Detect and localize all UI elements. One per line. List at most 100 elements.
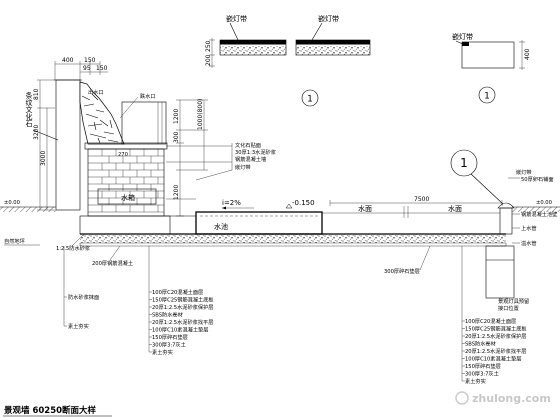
top-dim-95: 95 (83, 65, 91, 72)
rock-texture (81, 93, 119, 144)
rock-line (97, 137, 101, 144)
wall-note-2: 钢筋混凝土墙 (235, 155, 266, 163)
layer-b-8: 素土夯实 (465, 377, 486, 385)
detail-b-marker: 1 (484, 92, 490, 102)
left-note-0: 防水砂浆抹面 (68, 293, 99, 301)
light-strip-band-right (296, 40, 370, 45)
wall-note-leader (195, 169, 233, 181)
layer-b-7: 300厚3:7灰土 (465, 370, 499, 378)
ground-level-left: ±0.00 (4, 200, 20, 206)
detail-b: 嵌灯带 400 1 (452, 32, 531, 104)
base-note-leader (71, 233, 85, 247)
layer-b-6: 150厚碎石垫层 (465, 362, 501, 370)
layer-a-8: 素土夯实 (152, 348, 173, 356)
gravel-layer (80, 234, 506, 243)
pool-label: 水池 (214, 222, 228, 231)
lamp-note-1: 接口位置 (498, 304, 519, 312)
right-coping (497, 202, 515, 209)
detail-a-dim-base: 200 (205, 54, 212, 66)
section-marker-leader (470, 173, 504, 205)
brick-coursing (88, 149, 164, 213)
wall-note-1: 30厚1:3水泥砂浆 (235, 148, 276, 156)
rock-line (107, 139, 119, 143)
top-dim-400: 400 (62, 57, 74, 64)
layer-a-4: 20厚1:2.5水泥砂浆找平层 (152, 318, 213, 326)
layer-a-7: 300厚3:7灰土 (152, 341, 186, 349)
rock-line (103, 131, 115, 135)
drawing-caption: 景观墙 60250断面大样 (4, 405, 97, 416)
base-note-0: 1:2.5防水砂浆 (56, 244, 90, 252)
layer-b-2: 20厚1:2.5水泥砂浆保护层 (465, 332, 526, 340)
base-note-leader (109, 245, 121, 261)
detail-a-dim-height: 250 (205, 40, 212, 52)
lamp-pit (485, 245, 515, 299)
detail-b-block (461, 41, 515, 69)
top-dim-150: 150 (84, 57, 96, 64)
detail-b-label: 嵌灯带 (452, 32, 473, 41)
upper-wall (121, 101, 167, 145)
layer-a-3: SBS防水卷材 (152, 311, 183, 319)
rock-line (95, 109, 105, 113)
left-dim-3200: 3200 (33, 125, 40, 140)
wall-material-leader (32, 129, 59, 141)
outlet-note: 出水口 (88, 88, 104, 96)
rock-line (83, 103, 95, 107)
spillway-note: 跌水口 (140, 92, 156, 100)
detail-a-leader-right (311, 22, 323, 41)
wall-note-0: 文化石贴面 (235, 141, 261, 149)
top-dim-150b: 150 (96, 65, 108, 72)
wall-note-3: 嵌灯带 (235, 163, 251, 171)
rock-line (99, 119, 109, 127)
wall-dim-300: 300 (173, 131, 180, 143)
water-tank-label: 水箱 (121, 193, 135, 202)
light-strip-base-left (220, 46, 286, 55)
detail-a-leader-left (229, 22, 239, 41)
left-note-1: 素土夯实 (68, 322, 89, 330)
rock-line (109, 119, 113, 129)
water-tank (97, 188, 157, 205)
span-dim: 7500 (414, 196, 429, 203)
layer-a-2: 20厚1:2.5水泥砂浆保护层 (152, 303, 213, 311)
mid-note: 300厚碎石垫层 (384, 267, 420, 275)
left-dim-3000: 3000 (40, 151, 47, 166)
detail-a-label-left: 嵌灯带 (226, 14, 247, 23)
left-dim-810: 810 (33, 88, 40, 100)
layer-a-5: 100厚C10素混凝土垫层 (152, 326, 208, 334)
lamp-note-0: 景观灯具预留 (498, 297, 529, 305)
wall-dim-1200b: 1200 (173, 185, 180, 200)
cap-dim: 270 (118, 152, 128, 158)
level-label: -0.150 (292, 199, 315, 207)
ground-level-right: ±0.00 (536, 200, 552, 206)
mid-note-leader (419, 245, 431, 271)
main-section: 条纹文化石 810 3200 3000 400 150 95 150 出水口 跌… (0, 57, 560, 385)
layer-a-6: 150厚碎石垫层 (152, 333, 188, 341)
layer-a-0: 100厚C20混凝土面层 (152, 288, 203, 296)
right-note-3: 上水管 (521, 224, 537, 232)
rock-line (89, 133, 107, 139)
detail-b-marker-circle (478, 86, 496, 104)
level-marker (285, 203, 293, 209)
detail-a-label-right: 嵌灯带 (318, 14, 339, 23)
right-note-1: 50厚卵石铺面 (521, 175, 554, 183)
rock-line (81, 95, 91, 101)
layer-b-0: 100厚C20混凝土面层 (465, 317, 516, 325)
water-label-right: 水面 (448, 204, 462, 213)
brick-wall (87, 148, 165, 217)
detail-a: 嵌灯带 嵌灯带 250 200 1 (205, 14, 371, 107)
ground-note: 自然地坪 (4, 237, 25, 245)
base-note-1: 200厚钢筋混凝土 (92, 259, 133, 267)
watermark-text: zhulong.com (472, 392, 551, 405)
rock-line (85, 113, 99, 119)
layer-b-3: SBS防水卷材 (465, 340, 496, 348)
layer-b-4: 20厚1:2.5水泥砂浆找平层 (465, 347, 526, 355)
watermark-logo (455, 391, 469, 405)
wall-material-label: 条纹文化石 (25, 91, 33, 128)
layer-notes-a: 100厚C20混凝土面层 150厚C25钢筋混凝土底板 20厚1:2.5水泥砂浆… (148, 246, 214, 356)
section-marker-circle (450, 149, 478, 177)
rock-line (91, 93, 99, 101)
right-note-4: 溢水管 (521, 239, 537, 247)
rock-line (93, 121, 97, 131)
right-note-0: 嵌灯带 (516, 168, 532, 176)
detail-b-light-strip (462, 42, 469, 46)
